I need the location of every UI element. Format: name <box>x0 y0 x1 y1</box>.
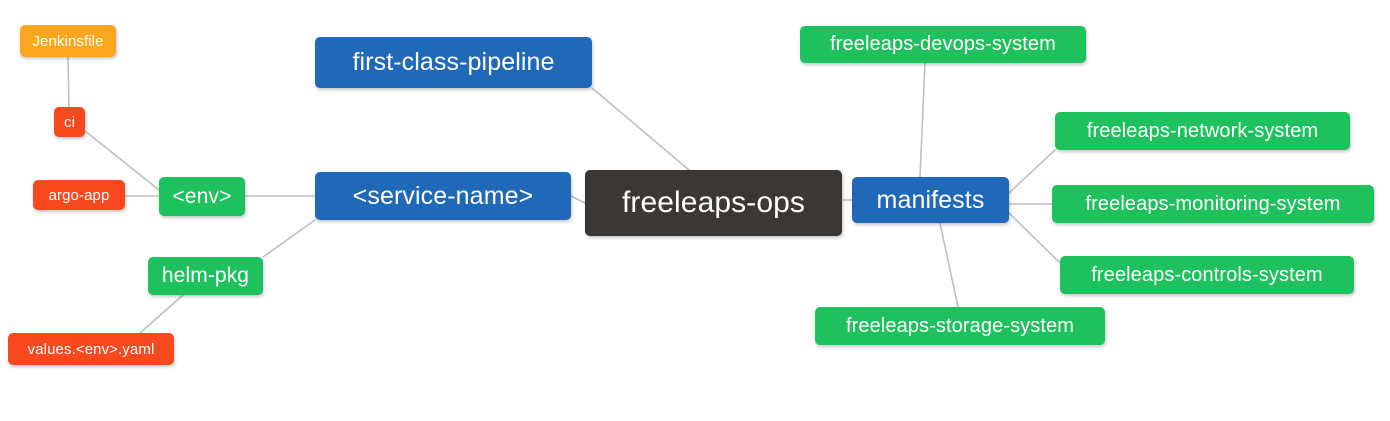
node-freeleaps-network-system[interactable]: freeleaps-network-system <box>1055 112 1350 150</box>
node-jenkinsfile[interactable]: Jenkinsfile <box>20 25 116 57</box>
edge-manifests-to-freeleaps-storage-system <box>939 222 959 308</box>
node-manifests[interactable]: manifests <box>852 177 1009 223</box>
edge-helm-pkg-to-values-env-yaml <box>139 294 184 334</box>
edge-manifests-to-freeleaps-network-system <box>1008 149 1056 194</box>
edge-ci-to-jenkinsfile <box>67 56 70 108</box>
node-freeleaps-storage-system[interactable]: freeleaps-storage-system <box>815 307 1105 345</box>
node-ci[interactable]: ci <box>54 107 85 137</box>
node-first-class-pipeline[interactable]: first-class-pipeline <box>315 37 592 88</box>
node-freeleaps-devops-system[interactable]: freeleaps-devops-system <box>800 26 1086 63</box>
node-freeleaps-controls-system[interactable]: freeleaps-controls-system <box>1060 256 1354 294</box>
edge-service-name-to-helm-pkg <box>262 219 316 258</box>
node-argo-app[interactable]: argo-app <box>33 180 125 210</box>
node-freeleaps-ops[interactable]: freeleaps-ops <box>585 170 842 236</box>
node-helm-pkg[interactable]: helm-pkg <box>148 257 263 295</box>
edge-freeleaps-ops-to-first-class-pipeline <box>591 87 690 171</box>
edge-freeleaps-ops-to-service-name <box>570 195 586 204</box>
node-env[interactable]: <env> <box>159 177 245 216</box>
node-service-name[interactable]: <service-name> <box>315 172 571 220</box>
node-values-env-yaml[interactable]: values.<env>.yaml <box>8 333 174 365</box>
node-freeleaps-monitoring-system[interactable]: freeleaps-monitoring-system <box>1052 185 1374 223</box>
edge-manifests-to-freeleaps-devops-system <box>919 62 926 178</box>
